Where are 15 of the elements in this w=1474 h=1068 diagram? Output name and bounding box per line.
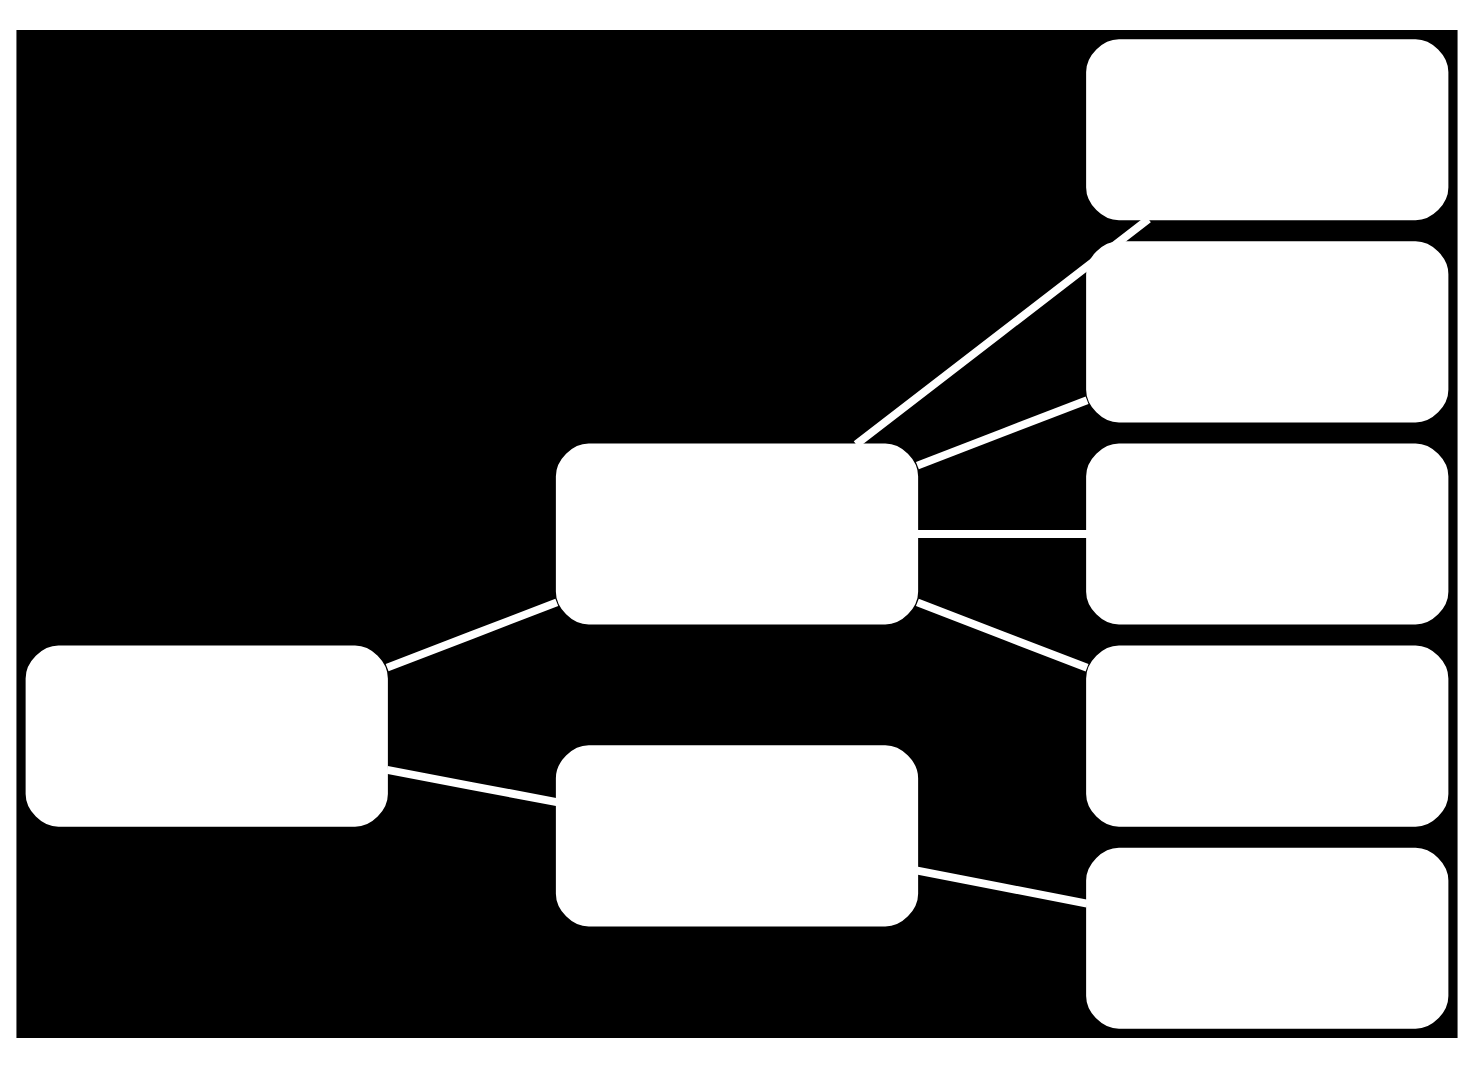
connector [916,866,1088,908]
node-box [1086,847,1449,1029]
node-box [1086,39,1449,221]
node-box [25,645,388,827]
node-box [555,745,919,927]
connector [385,598,559,672]
node-box [1086,645,1449,827]
node-box [1086,443,1449,625]
connector [915,396,1089,470]
connector [853,216,1151,448]
connector [917,530,1088,538]
node-box [555,443,919,625]
connector [915,598,1089,672]
connector [386,766,558,806]
node-box [1086,241,1449,423]
